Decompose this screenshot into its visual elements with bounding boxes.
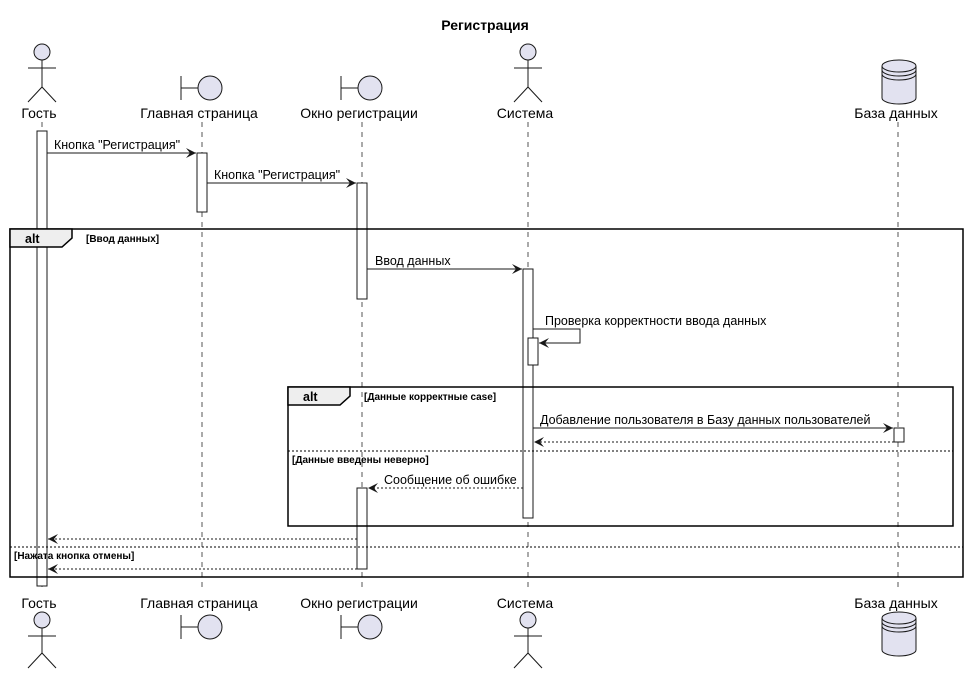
participants-bottom: Гость Главная страница Окно регистрации …	[21, 595, 938, 669]
messages: Кнопка "Регистрация" Кнопка "Регистрация…	[47, 138, 894, 574]
message-label: Сообщение об ошибке	[384, 473, 517, 487]
participant-reg-window-label: Окно регистрации	[300, 105, 418, 121]
outer-frame-guard: [Ввод данных]	[86, 234, 159, 245]
boundary-icon	[180, 614, 223, 640]
actor-icon	[513, 611, 543, 669]
message-label: Проверка корректности ввода данных	[545, 314, 767, 328]
outer-frame-tag: alt	[25, 232, 40, 246]
inner-alt-frame: alt [Данные корректные case] [Данные вве…	[287, 386, 954, 527]
inner-frame-guard: [Данные корректные case]	[364, 392, 496, 403]
database-icon	[881, 611, 917, 657]
activation-guest	[36, 130, 48, 587]
actor-icon	[27, 43, 57, 103]
inner-frame-tag: alt	[303, 390, 318, 404]
participant-guest-label: Гость	[21, 595, 56, 611]
activation-main-page	[196, 152, 208, 213]
self-message-arrow	[533, 328, 581, 348]
actor-icon	[513, 43, 543, 103]
participant-guest-label: Гость	[21, 105, 56, 121]
participant-database-label: База данных	[854, 105, 937, 121]
participant-database-label: База данных	[854, 595, 937, 611]
message-label: Кнопка "Регистрация"	[214, 168, 340, 182]
participant-system-label: Система	[497, 105, 554, 121]
database-icon	[881, 59, 917, 105]
diagram-title: Регистрация	[441, 17, 529, 33]
participant-main-page-label: Главная страница	[140, 595, 258, 611]
outer-frame-else-guard: [Нажата кнопка отмены]	[14, 551, 134, 562]
boundary-icon	[340, 614, 383, 640]
activation-reg-window-error	[356, 487, 368, 570]
activation-system-self	[527, 337, 539, 366]
activation-reg-window	[356, 182, 368, 300]
inner-frame-else-guard: [Данные введены неверно]	[292, 455, 429, 466]
participant-main-page-label: Главная страница	[140, 105, 258, 121]
boundary-icon	[340, 75, 383, 101]
message-label: Ввод данных	[375, 254, 451, 268]
activation-system	[522, 268, 534, 519]
actor-icon	[27, 611, 57, 669]
activations	[36, 130, 905, 587]
participant-system-label: Система	[497, 595, 554, 611]
outer-alt-frame: alt [Ввод данных] [Нажата кнопка отмены]	[9, 228, 964, 578]
boundary-icon	[180, 75, 223, 101]
message-label: Кнопка "Регистрация"	[54, 138, 180, 152]
activation-database	[893, 427, 905, 443]
participant-reg-window-label: Окно регистрации	[300, 595, 418, 611]
lifelines	[41, 122, 899, 588]
message-label: Добавление пользователя в Базу данных по…	[540, 413, 870, 427]
participants-top: Гость Главная страница Окно регистрации …	[21, 43, 938, 121]
